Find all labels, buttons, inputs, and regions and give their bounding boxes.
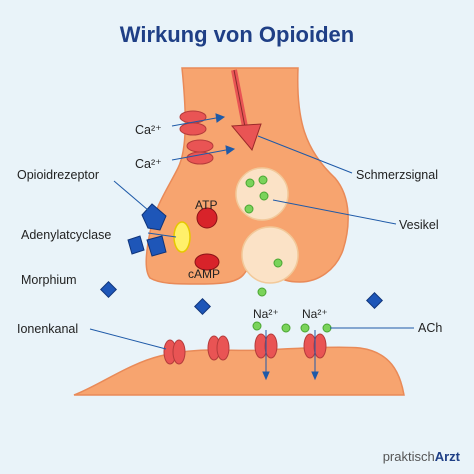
ion-channel-2 [207, 335, 230, 361]
morphine-label: Morphium [21, 273, 77, 287]
atp-molecule [196, 207, 218, 229]
adenylatcyclase-enzyme [173, 221, 191, 253]
sodium-label-right: Na²⁺ [302, 307, 328, 321]
calcium-channel-bottom [186, 139, 214, 165]
morphine-molecules [100, 281, 383, 315]
calcium-label-bottom: Ca²⁺ [135, 157, 162, 171]
opioid-receptor [127, 203, 167, 257]
brand-logo: praktischArzt [382, 449, 460, 464]
page-title: Wirkung von Opioiden [119, 22, 355, 47]
opioid-receptor-label: Opioidrezeptor [17, 168, 99, 182]
calcium-channel-top [179, 110, 207, 136]
pain-signal-label: Schmerzsignal [356, 168, 438, 182]
sodium-arrow-right [311, 330, 319, 381]
camp-label: cAMP [188, 267, 221, 281]
acetylcholine-molecules [252, 287, 332, 333]
ion-channel-label: Ionenkanal [17, 322, 79, 336]
calcium-arrow-bottom [171, 145, 236, 161]
vesicle-upper [235, 167, 289, 221]
acetylcholine-label: ACh [418, 321, 443, 335]
vesicle-lower [241, 226, 299, 284]
sodium-label-left: Na²⁺ [253, 307, 279, 321]
pointer-lines [89, 135, 414, 350]
calcium-label-top: Ca²⁺ [135, 123, 162, 137]
camp-molecule [194, 253, 220, 271]
pain-signal-arrow [230, 69, 262, 152]
postsynaptic-membrane [73, 346, 405, 396]
calcium-arrow-top [171, 113, 226, 127]
adenylatcyclase-label: Adenylatcyclase [21, 228, 112, 242]
vesicle-label: Vesikel [399, 218, 439, 232]
sodium-arrow-left [262, 330, 270, 381]
ion-channel-3 [254, 333, 278, 359]
ion-channel-1 [163, 339, 186, 365]
atp-label: ATP [195, 198, 218, 212]
ion-channel-4 [303, 333, 327, 359]
